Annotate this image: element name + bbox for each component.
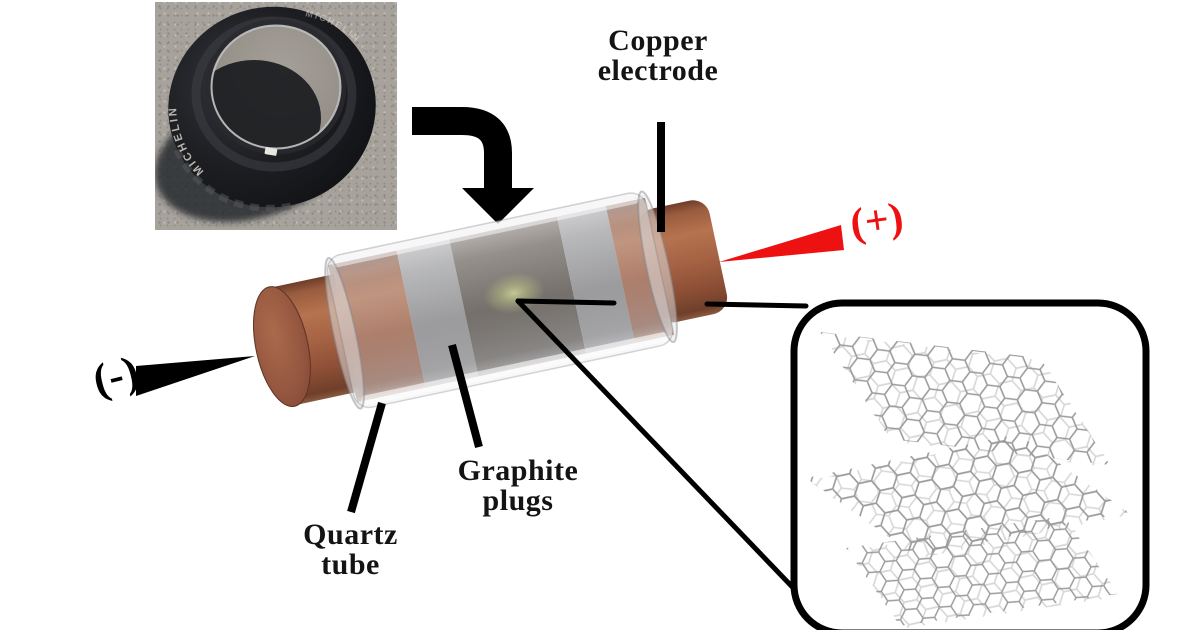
graphite-plug-right [556, 206, 635, 354]
tire-photo: MICHELIN MICHELIN [155, 2, 397, 230]
graphite-plugs-label-line2: plugs [482, 484, 554, 517]
quartz-rim-right [637, 190, 678, 344]
quartz-tube-label-line1: Quartz [303, 518, 398, 551]
copper-band-left [328, 250, 426, 403]
positive-wedge-icon [719, 225, 844, 262]
positive-terminal-label: (+) [847, 194, 907, 248]
leader-quartz-tube [347, 401, 386, 514]
quartz-tube-label-line2: tube [321, 548, 380, 581]
graphene-sheet-1-shadow [822, 334, 1113, 468]
copper-face-left [253, 286, 311, 407]
reaction-zone [449, 216, 587, 377]
flow-arrow-icon [412, 107, 534, 224]
copper-electrode-label: Copper electrode [563, 26, 753, 86]
negative-terminal-label: (-) [87, 346, 144, 405]
copper-electrode-label-line2: electrode [597, 54, 719, 87]
flow-arrow-head [462, 188, 534, 224]
quartz-bottom-shine [360, 332, 669, 406]
reaction-glow [483, 272, 545, 314]
graphite-plug-left [396, 239, 479, 388]
tire-rim-highlight [210, 24, 342, 150]
callout-line-a1 [515, 298, 617, 306]
graphene-sheet-2-shadow [808, 436, 1131, 559]
tire-illustration: MICHELIN MICHELIN [155, 6, 376, 222]
graphene-sheet-3-shadow [848, 518, 1121, 629]
copper-rod-right [638, 200, 728, 323]
inset-box [790, 299, 1150, 630]
quartz-tube-label: Quartz tube [268, 520, 433, 580]
flow-arrow-shaft [412, 107, 512, 190]
graphene-sheets [806, 332, 1131, 629]
graphite-plugs-label-line1: Graphite [457, 454, 579, 487]
quartz-rim-left [324, 256, 365, 410]
leader-graphite-plugs [448, 343, 483, 449]
graphite-plugs-label: Graphite plugs [428, 456, 608, 516]
tire-tread-marks [173, 148, 296, 212]
tire-sticker [264, 147, 278, 156]
copper-electrode-label-line1: Copper [608, 24, 708, 57]
copper-band-right [605, 197, 675, 344]
graphene-sheet-3 [846, 516, 1118, 626]
callout-line-a2 [704, 301, 809, 309]
graphene-sheet-2 [806, 434, 1128, 556]
graphene-sheet-1 [820, 332, 1110, 465]
copper-rod-left [267, 274, 359, 406]
callout-line-b [515, 298, 804, 599]
